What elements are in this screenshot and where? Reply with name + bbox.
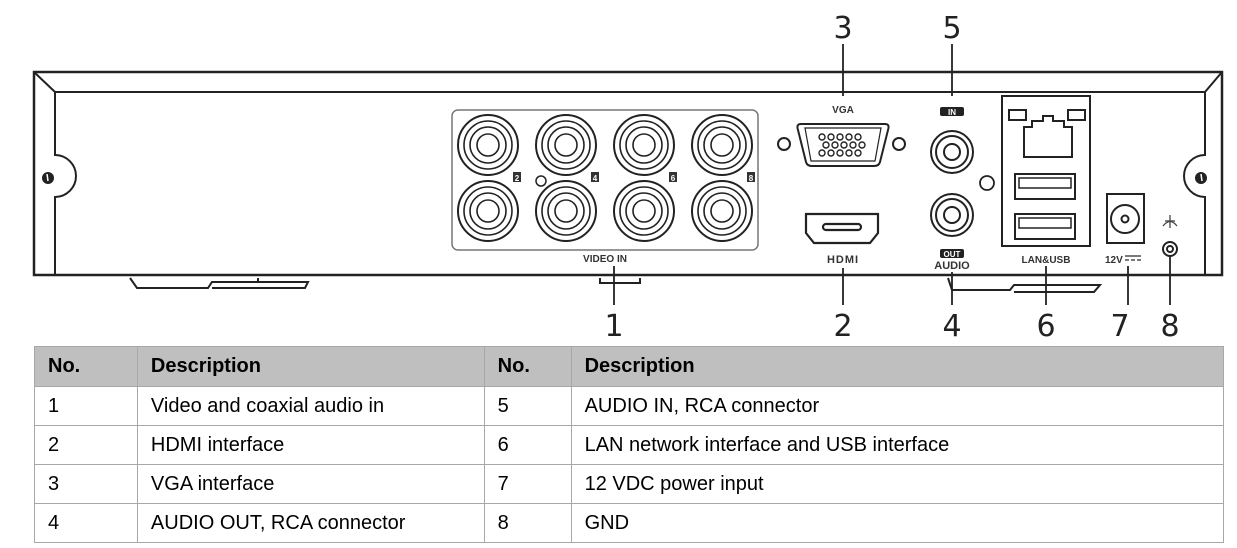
row-description: HDMI interface <box>136 425 485 465</box>
audio-in-label: IN <box>948 108 956 117</box>
gnd-terminal-icon <box>1162 241 1178 257</box>
bnc-connector-icon <box>535 114 597 176</box>
row-description: AUDIO OUT, RCA connector <box>136 503 485 543</box>
callout-6: 6 <box>1036 309 1055 342</box>
audio-in-rca-icon <box>930 130 974 174</box>
power-jack-icon <box>1106 193 1145 244</box>
row-no: 7 <box>483 464 572 504</box>
table-row: 4 AUDIO OUT, RCA connector 8 GND <box>34 503 1225 543</box>
vga-pin <box>831 141 839 149</box>
row-no: 6 <box>483 425 572 465</box>
lan-usb-block <box>1001 95 1091 247</box>
bnc-connector-icon <box>457 180 519 242</box>
header-no-1: No. <box>34 346 138 387</box>
vga-label: VGA <box>832 105 854 116</box>
vga-pin <box>818 133 826 141</box>
screw-left-icon <box>42 172 54 184</box>
channel-badge <box>591 173 599 182</box>
vga-pin <box>854 133 862 141</box>
ground-symbol-icon <box>1162 215 1178 228</box>
channel-number: 6 <box>671 174 676 183</box>
vga-pin <box>827 149 835 157</box>
callout-4: 4 <box>942 309 961 342</box>
table-header-row: No. Description No. Description <box>34 346 1225 387</box>
row-description: Video and coaxial audio in <box>136 386 485 426</box>
chassis <box>32 70 1224 293</box>
row-description: AUDIO IN, RCA connector <box>570 386 1225 426</box>
bnc-connector-icon <box>691 114 753 176</box>
callout-7: 7 <box>1110 309 1129 342</box>
bnc-connector-icon <box>613 180 675 242</box>
video-in-label: VIDEO IN <box>583 254 627 265</box>
audio-out-rca-icon <box>930 193 974 237</box>
vga-pin <box>822 141 830 149</box>
row-no: 2 <box>34 425 138 465</box>
hdmi-port-icon <box>804 212 880 245</box>
lan-usb-label: LAN&USB <box>1022 255 1071 266</box>
vga-pin <box>845 133 853 141</box>
table-row: 1 Video and coaxial audio in 5 AUDIO IN,… <box>34 386 1225 426</box>
row-no: 5 <box>483 386 572 426</box>
vga-pin <box>845 149 853 157</box>
table-row: 3 VGA interface 7 12 VDC power input <box>34 464 1225 504</box>
port-description-table: No. Description No. Description 1 Video … <box>34 346 1225 543</box>
vga-pins <box>818 133 866 157</box>
vga-pin <box>827 133 835 141</box>
vga-pin <box>854 149 862 157</box>
header-description-1: Description <box>136 346 485 387</box>
channel-badge <box>669 173 677 182</box>
callout-lines <box>613 44 1171 305</box>
screw-right-icon <box>1195 172 1207 184</box>
vga-pin <box>836 149 844 157</box>
channel-number: 2 <box>515 174 520 183</box>
channel-badge <box>747 173 755 182</box>
vga-port-icon <box>777 123 906 167</box>
row-no: 4 <box>34 503 138 543</box>
channel-number: 8 <box>749 174 754 183</box>
row-description: LAN network interface and USB interface <box>570 425 1225 465</box>
bnc-connector-icon <box>535 180 597 242</box>
bnc-connector-icon <box>691 180 753 242</box>
ethernet-port-icon <box>1023 115 1073 158</box>
channel-number: 4 <box>593 174 598 183</box>
table-row: 2 HDMI interface 6 LAN network interface… <box>34 425 1225 465</box>
callout-5: 5 <box>942 11 961 46</box>
audio-label: AUDIO <box>934 260 970 272</box>
header-description-2: Description <box>570 346 1225 387</box>
callout-3: 3 <box>833 11 852 46</box>
vga-pin <box>836 133 844 141</box>
vga-pin <box>840 141 848 149</box>
header-no-2: No. <box>483 346 572 387</box>
hdmi-label: HDMI <box>827 254 859 266</box>
callout-8: 8 <box>1160 309 1179 342</box>
power-label: 12V <box>1105 255 1123 266</box>
vga-pin <box>858 141 866 149</box>
callout-1: 1 <box>604 309 623 342</box>
row-no: 8 <box>483 503 572 543</box>
row-description: GND <box>570 503 1225 543</box>
usb-port-2-icon <box>1014 213 1076 240</box>
video-in-panel <box>451 109 759 251</box>
row-no: 3 <box>34 464 138 504</box>
callout-2: 2 <box>833 309 852 342</box>
channel-badge <box>513 173 521 182</box>
row-no: 1 <box>34 386 138 426</box>
row-description: VGA interface <box>136 464 485 504</box>
vga-pin <box>849 141 857 149</box>
bnc-connector-icon <box>613 114 675 176</box>
row-description: 12 VDC power input <box>570 464 1225 504</box>
audio-out-label: OUT <box>944 250 961 259</box>
bnc-connector-icon <box>457 114 519 176</box>
usb-port-1-icon <box>1014 173 1076 200</box>
vga-pin <box>818 149 826 157</box>
